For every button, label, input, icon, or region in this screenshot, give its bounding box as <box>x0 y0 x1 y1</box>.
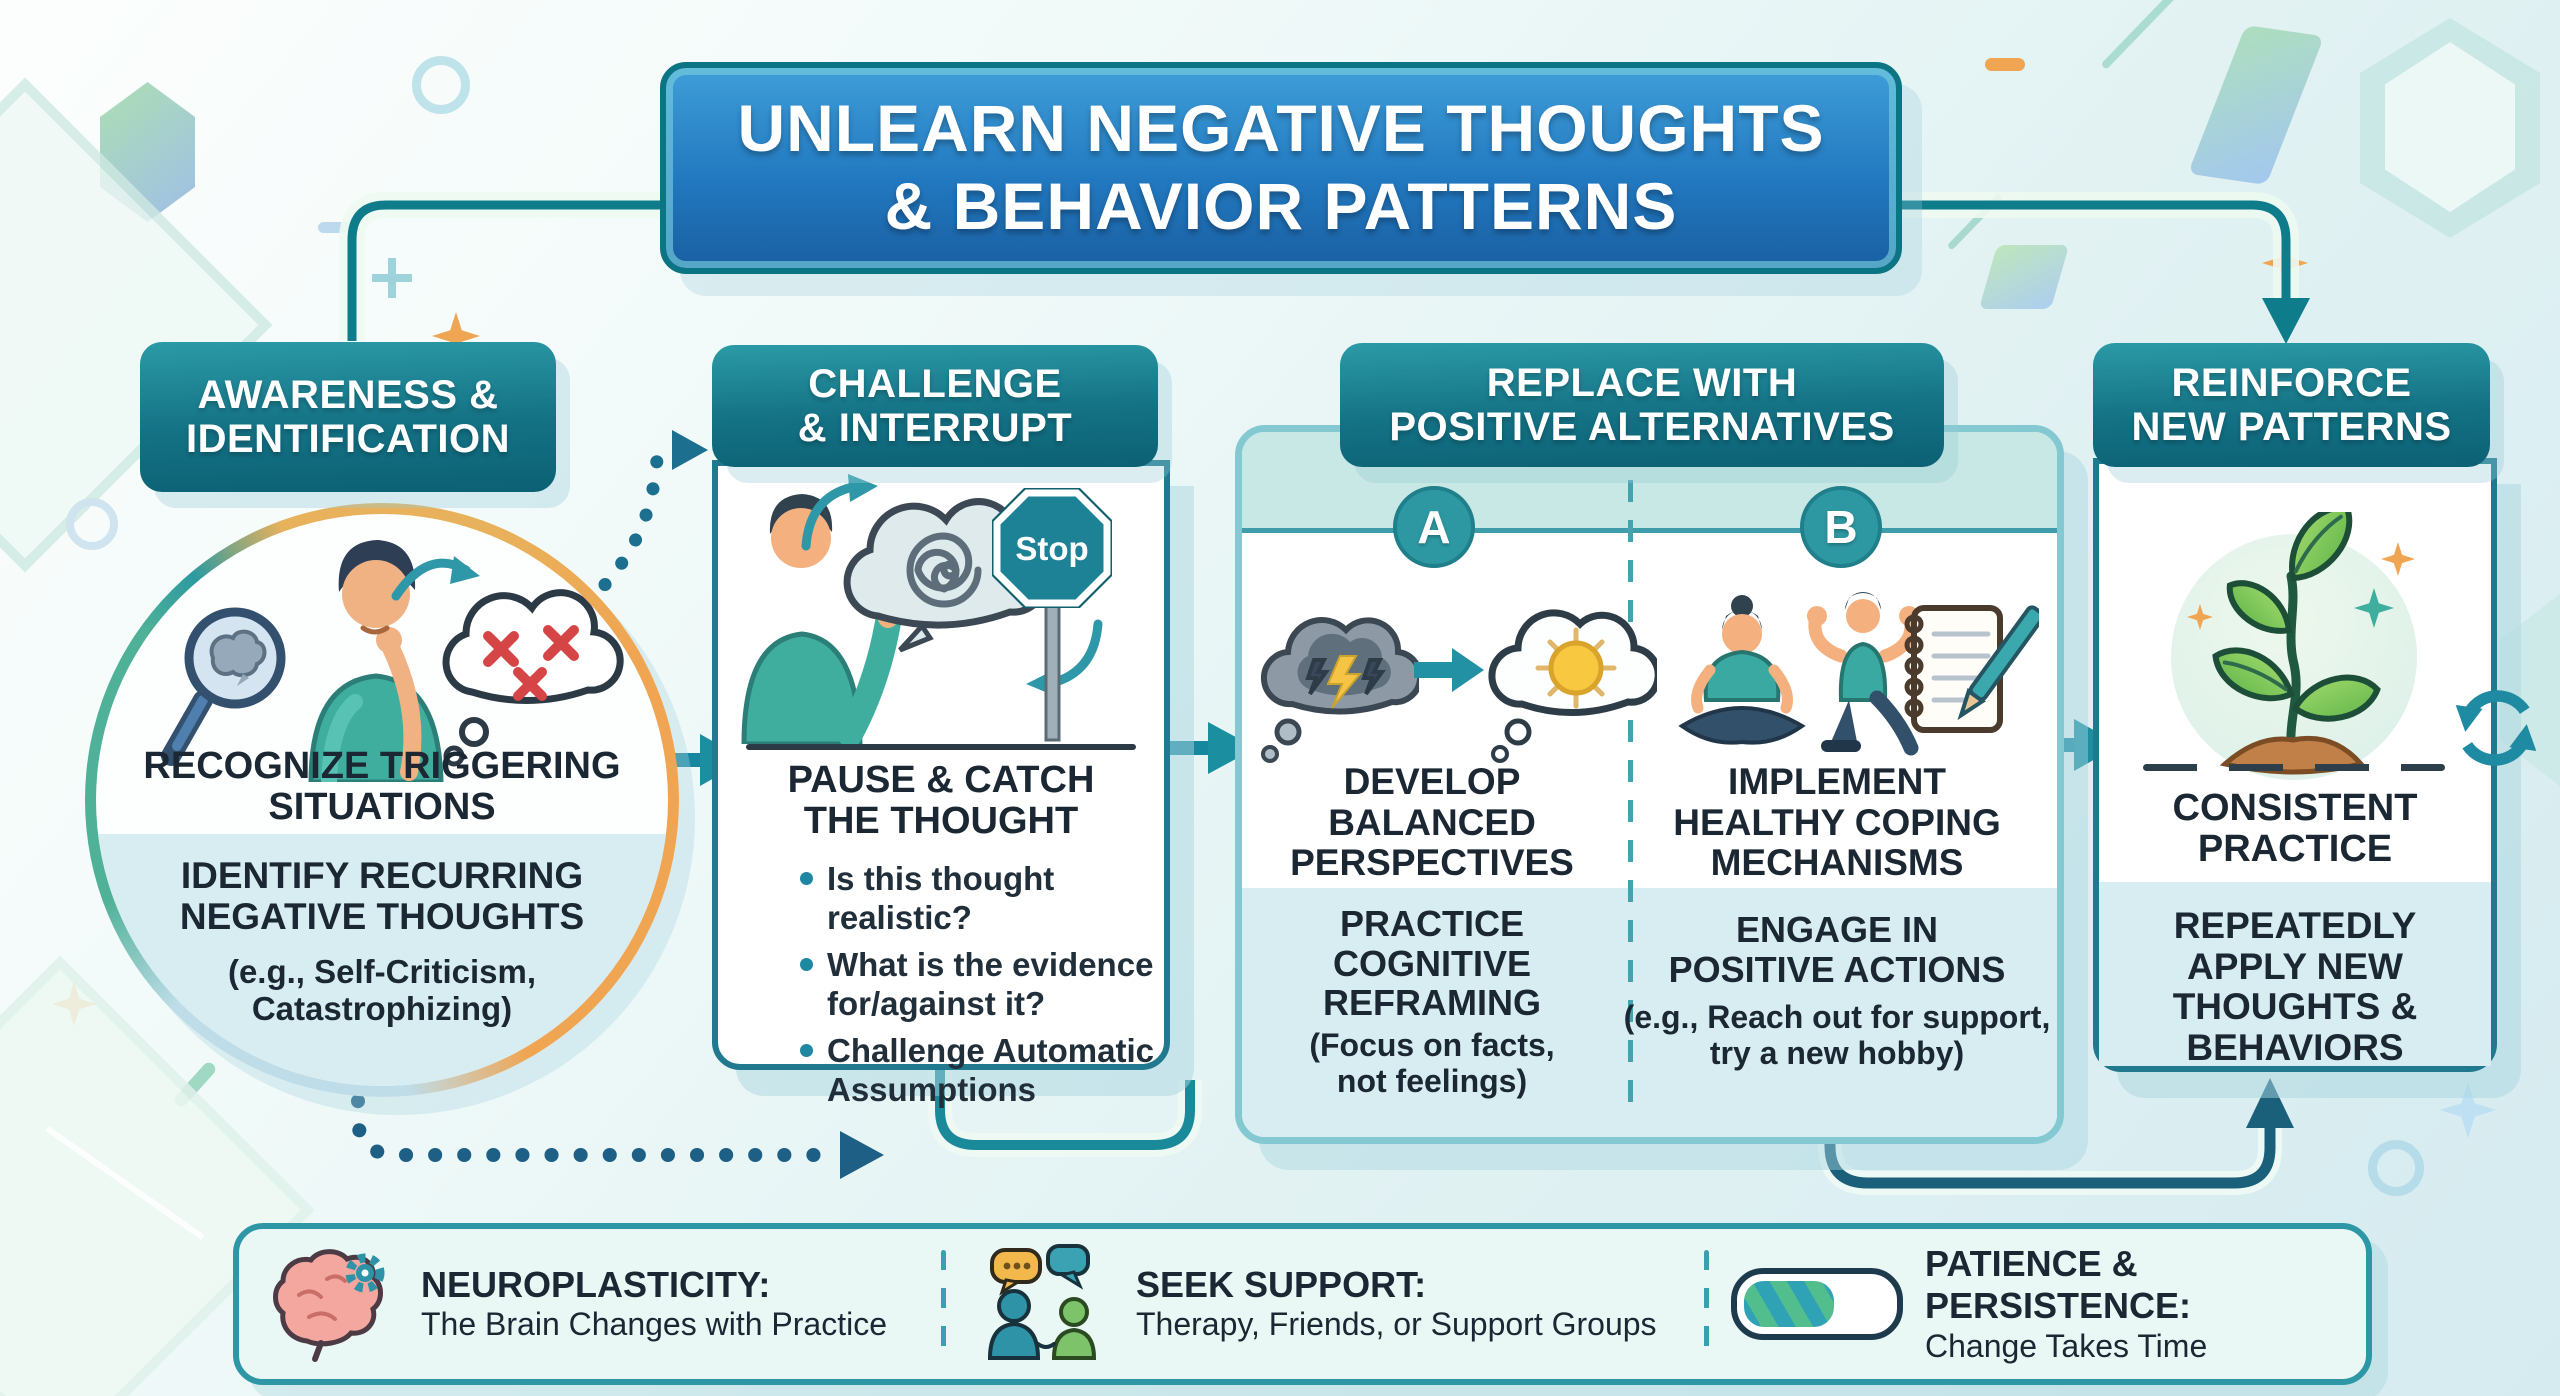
option-a-badge: A <box>1393 486 1475 568</box>
bullet-item: Is this thought realistic? <box>800 860 1182 938</box>
bullet-text: Is this thought realistic? <box>827 860 1055 936</box>
footer-label: NEUROPLASTICITY: <box>421 1263 771 1305</box>
step4-heading: CONSISTENT PRACTICE <box>2172 787 2418 871</box>
step2-panel: Stop PAUSE & CATCH THE THOUGHT Is this t… <box>712 460 1170 1108</box>
step1-note: (e.g., Self-Criticism, Catastrophizing) <box>227 953 537 1027</box>
footer-bar: NEUROPLASTICITY: The Brain Changes with … <box>233 1223 2372 1385</box>
option-a-heading: DEVELOP BALANCED PERSPECTIVES <box>1290 761 1574 884</box>
footer-desc: Therapy, Friends, or Support Groups <box>1136 1306 1657 1343</box>
plus-decor-icon <box>372 258 412 298</box>
footer-label: PATIENCE & PERSISTENCE: <box>1925 1242 2192 1327</box>
ground-dash-line <box>2143 764 2445 771</box>
step3-header-line2: POSITIVE ALTERNATIVES <box>1389 405 1895 449</box>
parallelogram-decor-icon <box>2187 25 2325 185</box>
meditation-icon <box>1678 595 1806 745</box>
right-arrowhead-icon <box>672 430 708 470</box>
step2-header: CHALLENGE & INTERRUPT <box>712 345 1158 467</box>
down-arrowhead-icon <box>2262 298 2310 344</box>
step2-bullet-list: Is this thought realistic? What is the e… <box>760 860 1182 1110</box>
footer-item-patience: PATIENCE & PERSISTENCE: Change Takes Tim… <box>1709 1229 2366 1379</box>
repeat-cycle-icon <box>2455 690 2537 766</box>
hexagon-outline-decor-icon <box>2385 42 2515 212</box>
sprout-plant-icon <box>2212 512 2381 775</box>
step3-header: REPLACE WITH POSITIVE ALTERNATIVES <box>1340 343 1944 467</box>
option-a-subheading: PRACTICE COGNITIVE REFRAMING <box>1323 903 1541 1024</box>
step4-subheading: REPEATEDLY APPLY NEW THOUGHTS & BEHAVIOR… <box>2172 905 2418 1069</box>
bullet-dot-icon <box>800 1043 813 1057</box>
up-arrowhead-icon <box>2246 1078 2294 1128</box>
title-to-step4-connector <box>1890 200 2291 302</box>
step4-header: REINFORCE NEW PATTERNS <box>2093 343 2490 467</box>
negative-thought-cloud-icon <box>442 589 624 767</box>
ring-decor-icon <box>2368 1140 2424 1196</box>
option-b-heading: IMPLEMENT HEALTHY COPING MECHANISMS <box>1673 761 2001 884</box>
step1-lower-band <box>96 834 668 1086</box>
line-decor-icon <box>2100 0 2190 70</box>
journal-icon <box>1904 605 2039 733</box>
step3-divider <box>1628 440 1633 1118</box>
bullet-item: What is the evidence for/against it? <box>800 946 1182 1024</box>
footer-desc: The Brain Changes with Practice <box>421 1306 887 1343</box>
curved-arrow-icon <box>391 556 480 601</box>
step1-circle: RECOGNIZE TRIGGERING SITUATIONS IDENTIFY… <box>85 503 679 1097</box>
step4-lower-band <box>2099 882 2491 1066</box>
replace-arrow-icon <box>1414 648 1484 692</box>
sun-cloud-icon <box>1488 609 1657 763</box>
stop-sign-icon: Stop <box>992 488 1112 742</box>
step2-header-line2: & INTERRUPT <box>797 406 1073 450</box>
step4-header-line1: REINFORCE <box>2171 361 2412 405</box>
dash-decor-icon <box>1985 58 2025 71</box>
support-people-icon <box>987 1244 1097 1360</box>
footer-divider <box>1704 1250 1709 1358</box>
stop-sign-label: Stop <box>1015 530 1088 567</box>
footer-desc: Change Takes Time <box>1925 1327 2208 1364</box>
progress-fill <box>1744 1281 1834 1327</box>
option-a-letter: A <box>1417 501 1451 553</box>
bullet-dot-icon <box>800 872 813 885</box>
page-title-line1: UNLEARN NEGATIVE THOUGHTS <box>737 91 1825 166</box>
step2-header-line1: CHALLENGE <box>808 362 1062 406</box>
step1-header: AWARENESS & IDENTIFICATION <box>140 342 556 492</box>
bullet-text: Challenge Automatic Assumptions <box>827 1031 1154 1108</box>
step1-subheading: IDENTIFY RECURRING NEGATIVE THOUGHTS <box>179 855 585 937</box>
cycle-arrow-top-icon <box>801 474 878 551</box>
step1-header-line2: IDENTIFICATION <box>185 417 510 461</box>
storm-cloud-icon <box>1261 617 1419 763</box>
bullet-dot-icon <box>800 957 813 971</box>
footer-divider <box>941 1250 946 1358</box>
step4-header-line2: NEW PATTERNS <box>2131 405 2452 449</box>
parallelogram-decor-icon <box>1978 245 2070 309</box>
progress-bar-icon <box>1731 1268 1903 1340</box>
footer-item-support: SEEK SUPPORT: Therapy, Friends, or Suppo… <box>946 1229 1704 1379</box>
option-b-subheading: ENGAGE IN POSITIVE ACTIONS <box>1668 909 2006 990</box>
step4-panel: CONSISTENT PRACTICE REPEATEDLY APPLY NEW… <box>2093 458 2497 1072</box>
brain-gear-icon <box>273 1249 385 1362</box>
line-decor-icon <box>1946 192 2004 251</box>
step2-heading: PAUSE & CATCH THE THOUGHT <box>787 759 1095 843</box>
right-arrowhead-icon <box>840 1131 884 1179</box>
option-b-note: (e.g., Reach out for support, try a new … <box>1623 999 2051 1071</box>
option-a-note: (Focus on facts, not feelings) <box>1309 1027 1555 1099</box>
sparkle-decor-icon <box>2262 240 2308 286</box>
footer-label: SEEK SUPPORT: <box>1136 1263 1427 1305</box>
option-b-badge: B <box>1800 486 1882 568</box>
ground-line <box>746 744 1136 750</box>
thinking-person-icon <box>308 540 444 782</box>
step3-header-line1: REPLACE WITH <box>1486 361 1798 405</box>
bullet-text: What is the evidence for/against it? <box>827 945 1154 1022</box>
sparkle-decor-icon <box>2440 1082 2496 1138</box>
step1-header-line1: AWARENESS & <box>197 373 499 417</box>
step1-heading: RECOGNIZE TRIGGERING SITUATIONS <box>143 745 621 829</box>
page-title: UNLEARN NEGATIVE THOUGHTS & BEHAVIOR PAT… <box>660 62 1902 274</box>
step3-frame: A B <box>1235 425 2064 1144</box>
ring-decor-icon <box>66 498 118 550</box>
bullet-item: Challenge Automatic Assumptions <box>800 1032 1182 1110</box>
dash-decor-icon <box>318 222 356 233</box>
option-b-letter: B <box>1824 501 1858 553</box>
page-title-line2: & BEHAVIOR PATTERNS <box>884 169 1678 243</box>
footer-item-neuroplasticity: NEUROPLASTICITY: The Brain Changes with … <box>239 1229 941 1379</box>
magnifier-brain-icon <box>161 607 286 766</box>
ring-decor-icon <box>412 56 470 114</box>
